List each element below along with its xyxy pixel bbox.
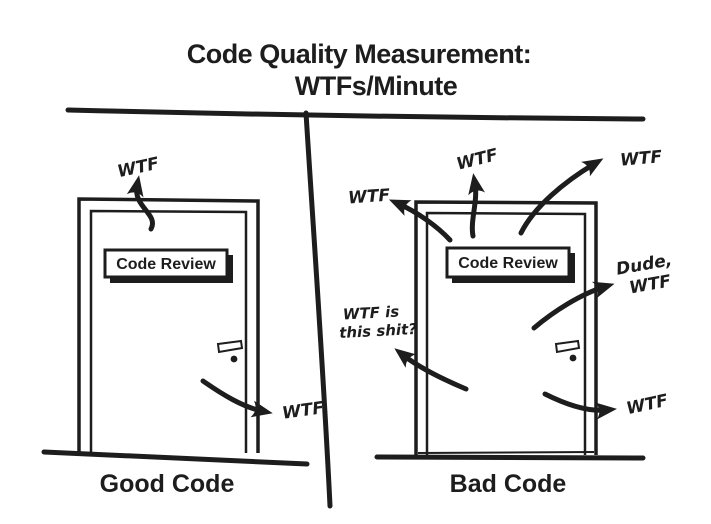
bad-handle-knob [569,354,577,362]
bad-wtf-arrow-left [388,199,453,243]
comic-title-line2: WTFs/Minute [295,71,458,101]
bad-sign-plate [445,246,571,279]
good-handle-knob [230,355,238,363]
good-door-inner-frame [89,209,248,453]
bad-sign-label: Code Review [458,255,558,272]
bad-wtf-arrow-bottom [542,391,617,420]
bad-shit-label-line1: WTF is [342,303,399,324]
bad-wtf-arrow-dude [531,281,615,331]
bad-door-inner-frame [425,211,587,455]
bad-shit-label-line2: this shit? [339,320,418,342]
bad-door-outer-frame [414,200,598,455]
good-code-caption: Good Code [100,470,235,498]
good-floor-line [41,449,310,467]
bad-code-caption: Bad Code [450,470,567,498]
good-wtf-arrow-top [126,175,155,232]
good-code-review-sign: Code Review [103,248,233,283]
bad-wtf-label-left: WTF [347,186,391,209]
bad-wtf-label-top: WTF [454,145,500,175]
good-wtf-label-top: WTF [116,154,162,182]
good-door-outer-frame [77,197,260,453]
panel-divider-line [303,110,333,509]
good-code-door [77,197,260,453]
good-wtf-label-bottom: WTF [281,398,326,424]
bad-wtf-label-bottom: WTF [625,391,671,419]
good-handle-plate [216,339,244,354]
bad-floor-line [374,454,646,461]
bad-wtf-arrow-top [468,173,486,239]
bad-door-handle [554,339,581,362]
bad-wtf-label-top-right: WTF [619,147,663,171]
good-wtf-arrow-bottom [200,378,273,418]
bad-wtf-arrow-shit [394,348,469,392]
good-code-panel: Code Review WTF WTF Good Code [41,154,326,498]
bad-door-bottom-edge [417,451,595,454]
good-door-handle [216,339,244,363]
bad-code-panel: Code Review WTF WTF WTF Dude, WTF WTF is… [339,145,674,498]
header-divider-line [65,107,646,122]
comic-title-line1: Code Quality Measurement: [187,39,532,69]
bad-handle-plate [554,339,581,354]
bad-code-door [414,200,598,455]
good-sign-plate [103,248,229,279]
good-sign-label: Code Review [116,256,216,273]
bad-code-review-sign: Code Review [445,246,575,283]
bad-wtf-arrow-top-right [518,158,604,236]
